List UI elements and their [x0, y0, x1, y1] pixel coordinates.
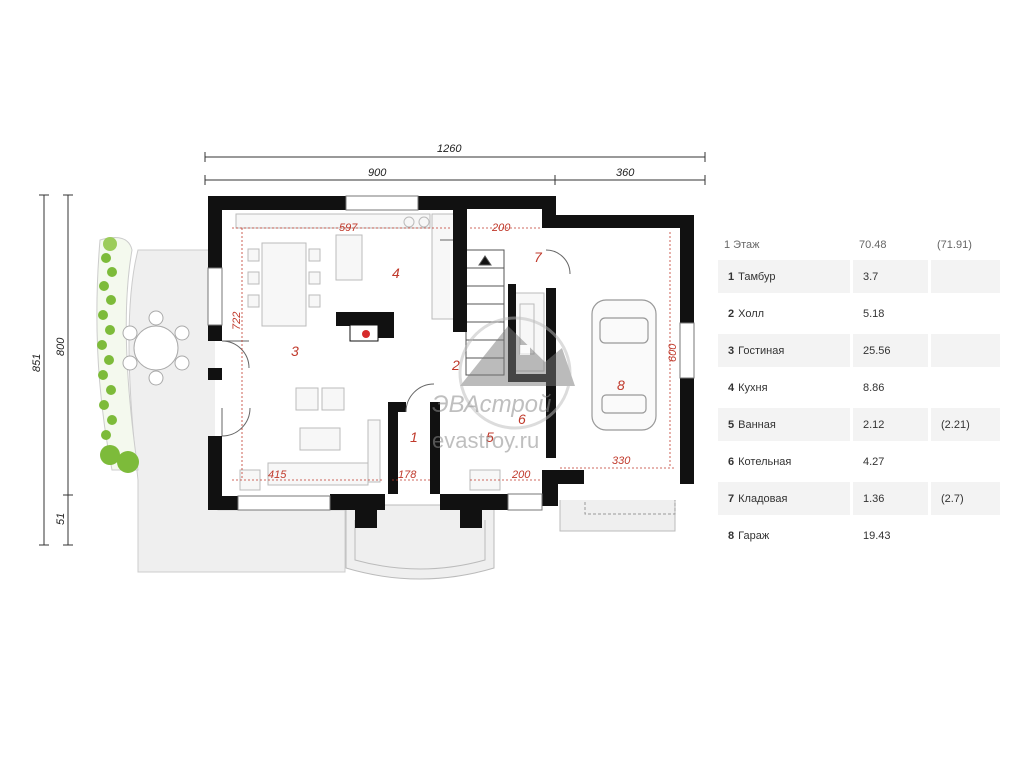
legend-room-name: Тамбур	[738, 270, 776, 283]
porch-inner	[354, 520, 486, 570]
legend-room-name: Гостиная	[738, 344, 785, 357]
plants	[97, 237, 139, 473]
legend-room-number: 3	[728, 344, 735, 357]
legend-floor-label: 1 Этаж	[724, 239, 760, 251]
room-number-8: 8	[617, 377, 625, 393]
legend-floor-area-total: (71.91)	[937, 239, 972, 251]
watermark-logo	[458, 316, 575, 430]
legend-room-number: 6	[728, 455, 735, 468]
watermark-site: evastroy.ru	[432, 428, 539, 453]
legend-room-area-alt	[931, 297, 1000, 330]
dim-total-depth: 851	[31, 354, 43, 372]
doors	[221, 239, 571, 437]
legend-room-area: 1.36	[853, 482, 928, 515]
inner-dimension-lines	[232, 227, 676, 481]
legend-room-area-alt: (2.21)	[931, 408, 1000, 441]
legend-room-area: 8.86	[863, 381, 885, 394]
room-number-2: 2	[451, 357, 460, 373]
dim-total-width: 1260	[437, 143, 462, 155]
dimension-lines	[39, 152, 706, 546]
legend-room-area-alt	[931, 371, 1000, 404]
legend-room-number: 2	[728, 307, 735, 320]
legend-room-name: Холл	[738, 307, 765, 320]
legend-room-area: 2.12	[853, 408, 928, 441]
legend-room-name: Ванная	[738, 418, 776, 431]
room-number-3: 3	[291, 343, 299, 359]
legend-room-area-alt	[931, 445, 1000, 478]
room-number-6: 6	[518, 411, 526, 427]
porch	[345, 504, 495, 580]
legend-room-number: 5	[728, 418, 735, 431]
legend-room-number: 8	[728, 529, 735, 542]
dim-kitchen-width: 597	[339, 222, 358, 234]
legend-room-area-alt	[931, 519, 1000, 552]
legend-room-name: Котельная	[738, 455, 792, 468]
legend-header: 1 Этаж 70.48 (71.91)	[718, 234, 1000, 256]
floor-plan: 1260 900 360 851 800 51	[31, 143, 706, 580]
legend-room-area-alt: (2.7)	[931, 482, 1000, 515]
dim-left-width: 900	[368, 167, 387, 179]
dim-house-depth: 800	[55, 337, 67, 356]
legend-room-name: Гараж	[738, 529, 770, 542]
legend-room-area: 4.27	[863, 455, 885, 468]
room-number-1: 1	[410, 429, 418, 445]
legend-room-area: 19.43	[863, 529, 891, 542]
legend-room-number: 7	[728, 492, 735, 505]
legend-room-area-alt	[931, 334, 1000, 367]
dim-garage-depth: 600	[667, 343, 679, 362]
legend-room-name: Кухня	[738, 381, 768, 394]
legend-room-name: Кладовая	[738, 492, 788, 505]
watermark-brand: ЭВАстрой	[432, 391, 551, 418]
legend-room-area: 25.56	[853, 334, 928, 367]
dim-living-depth: 722	[231, 312, 243, 330]
legend-room-area: 3.7	[853, 260, 928, 293]
dim-bath-bottom: 200	[511, 469, 531, 481]
fire-icon	[362, 330, 370, 338]
outdoor-dining-set	[122, 310, 190, 386]
room-number-4: 4	[392, 265, 400, 281]
dim-right-width: 360	[616, 167, 635, 179]
car	[591, 299, 657, 431]
dim-hall-bottom: 178	[398, 469, 417, 481]
planter	[96, 237, 139, 471]
legend-room-area: 5.18	[863, 307, 885, 320]
legend-room-area-alt	[931, 260, 1000, 293]
dim-garage-bottom: 330	[612, 455, 631, 467]
room-number-7: 7	[534, 249, 543, 265]
windows	[207, 195, 695, 511]
legend-floor-area: 70.48	[859, 239, 887, 251]
legend-room-number: 1	[728, 270, 735, 283]
dim-porch-depth: 51	[55, 513, 67, 525]
legend-room-number: 4	[728, 381, 735, 394]
dim-living-bottom: 415	[268, 469, 287, 481]
dim-stair-width: 200	[491, 222, 511, 234]
room-number-5: 5	[486, 429, 494, 445]
